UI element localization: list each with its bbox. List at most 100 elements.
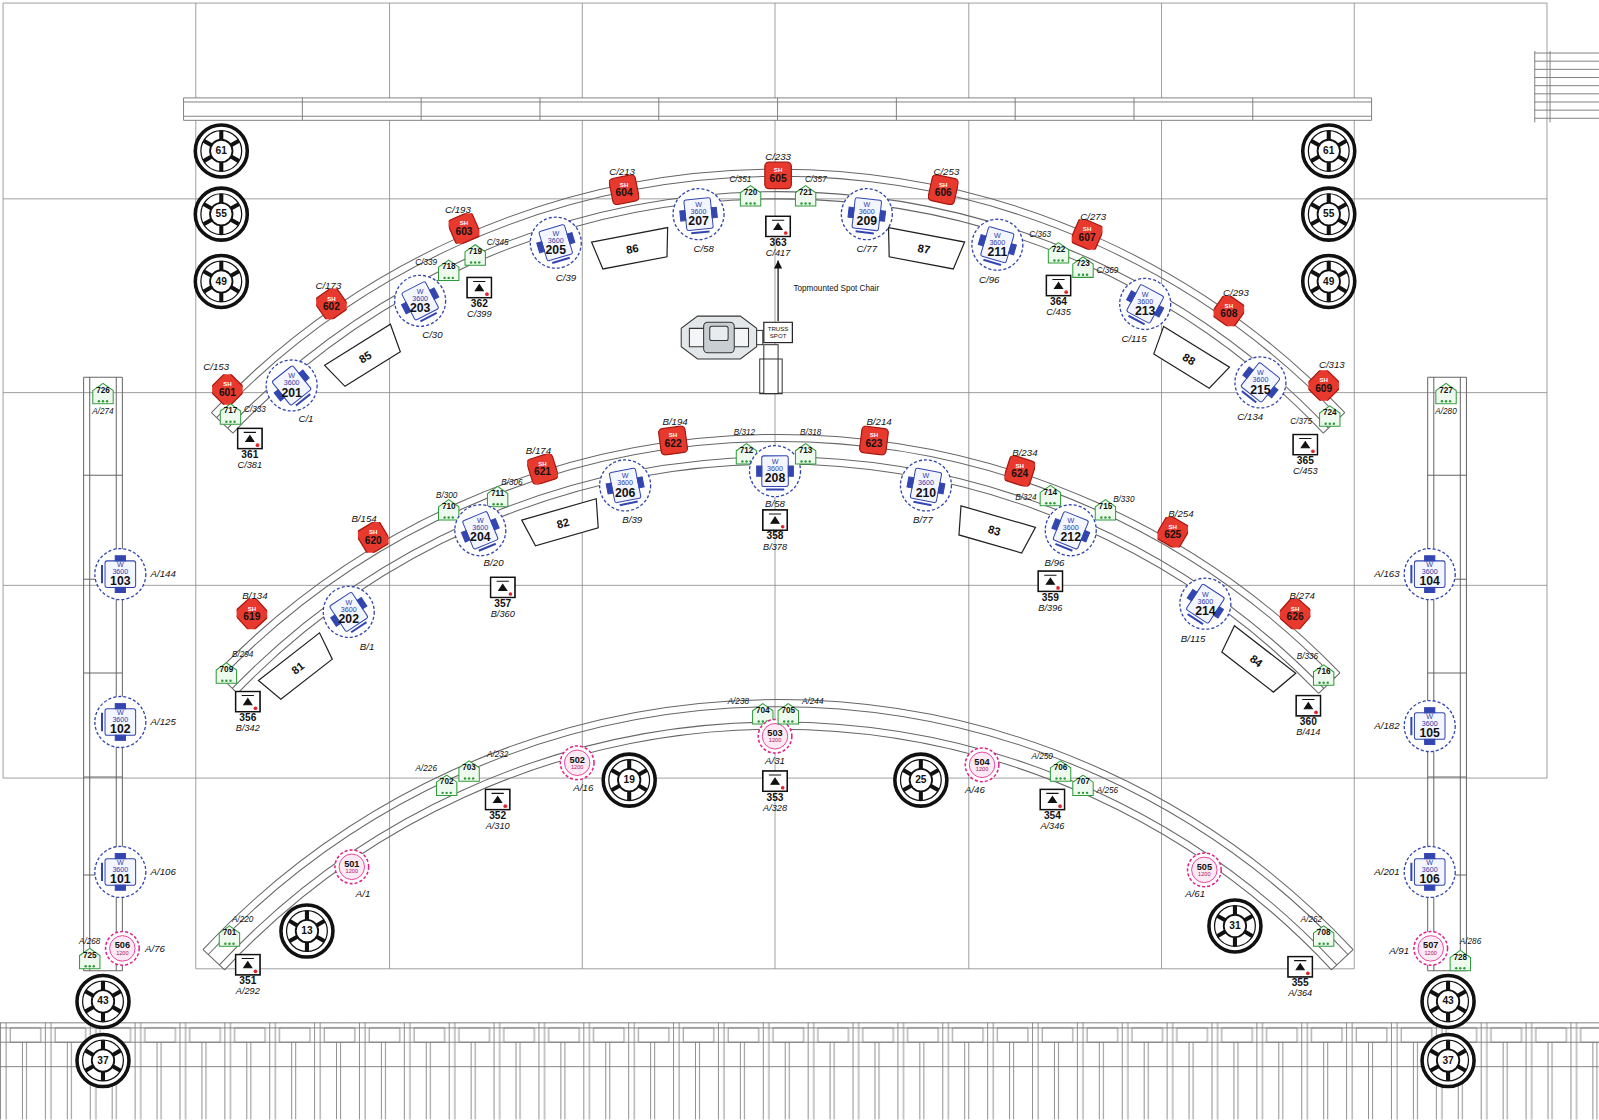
fixture-number: 506 (115, 941, 130, 950)
channel-address: C/58 (693, 244, 713, 254)
led-bar: 722C/363 (1046, 242, 1070, 264)
spot-fixture: SH622B/194 (658, 425, 689, 456)
spot-fixture: SH607C/273 (1072, 219, 1103, 250)
fixture-number: 355 (1292, 978, 1309, 989)
blinder-fixture: 5071200A/91 (1412, 930, 1449, 967)
channel-address: A/226 (416, 765, 437, 773)
fixture-number: 353 (767, 792, 784, 803)
fixture-label: 727 (1434, 382, 1458, 404)
fixture-label: SH622 (658, 425, 689, 456)
wash-fixture: W 3600209C/77 (839, 187, 894, 242)
channel-address: B/324 (1015, 494, 1036, 502)
channel-address: C/39 (556, 273, 576, 283)
fixture-label: SH619 (237, 599, 268, 630)
channel-address: B/312 (734, 429, 755, 437)
channel-address: B/336 (1297, 653, 1318, 661)
fixture-type: W 3600 (688, 201, 708, 215)
fixture-label: 725 (78, 947, 102, 969)
fixture-number: 204 (470, 531, 490, 543)
fixture-label: W 3600208 (747, 444, 802, 499)
fixture-symbol (1039, 788, 1066, 810)
led-bar: 720C/351 (738, 185, 762, 207)
truss-wheel: 25 (892, 752, 949, 809)
fixture-number: 213 (1135, 305, 1155, 317)
fixture-number: 356 (239, 713, 256, 724)
channel-address: B/378 (763, 542, 787, 552)
truss-box: 86 (589, 225, 675, 272)
channel-address: B/414 (1296, 728, 1320, 738)
channel-address: C/30 (422, 330, 442, 340)
fixture-label: W 3600105 (1402, 699, 1457, 754)
follow-spot-chair: 353A/328 (762, 770, 789, 813)
channel-address: C/293 (1223, 288, 1249, 298)
fixture-label: 711 (485, 485, 509, 507)
led-bar: 702A/226 (434, 774, 458, 796)
led-bar: 718C/339 (436, 259, 460, 281)
follow-spot-chair: 356B/342 (235, 690, 262, 733)
fixture-number: 704 (756, 707, 770, 715)
truss-wheel: 43 (1420, 973, 1477, 1030)
fixture-icon (237, 427, 264, 449)
fixture-number: 727 (1439, 386, 1453, 394)
led-bar: 724C/375 (1318, 405, 1342, 427)
channel-address: C/1 (298, 414, 313, 424)
fixture-label: 5071200 (1412, 930, 1449, 967)
channel-address: A/1 (356, 888, 371, 898)
fixture-number: 359 (1042, 592, 1059, 603)
fixture-label: 43 (74, 973, 131, 1030)
fixture-label: 708 (1311, 925, 1335, 947)
fixture-type: W 3600 (1250, 369, 1270, 383)
fixture-icon (1045, 274, 1072, 296)
truss-arcs (203, 169, 1353, 970)
fixture-number: 602 (323, 302, 340, 312)
fixture-label: SH601 (212, 374, 243, 405)
front-structure (0, 1023, 1599, 1120)
channel-address: B/234 (1012, 448, 1037, 458)
wash-fixture: W 3600201C/1 (264, 358, 319, 413)
fixture-label: 31 (1206, 897, 1263, 954)
fixture-type: W 3600 (765, 458, 785, 472)
wash-fixture: W 3600105A/182 (1402, 699, 1457, 754)
fixture-label: 719 (463, 244, 487, 266)
fixture-label: 87 (881, 225, 967, 272)
fixture-type: 1200 (116, 950, 128, 956)
fixture-number: 723 (1076, 260, 1090, 268)
truss-box: 88 (1146, 324, 1233, 395)
fixture-type: W 3600 (470, 517, 490, 531)
fixture-type: W 3600 (110, 709, 130, 723)
top-rail (184, 98, 1372, 120)
channel-address: B/342 (236, 724, 260, 734)
fixture-type: W 3600 (615, 472, 635, 486)
channel-address: A/268 (79, 938, 100, 946)
channel-address: A/106 (151, 867, 176, 877)
truss-wheel: 43 (74, 973, 131, 1030)
fixture-icon (1037, 570, 1064, 592)
fixture-label: 707 (1071, 774, 1095, 796)
truss-wheel: 31 (1206, 897, 1263, 954)
fixture-number: 206 (615, 486, 635, 498)
fixture-number: 719 (468, 248, 482, 256)
channel-address: A/31 (765, 756, 785, 766)
fixture-type: W 3600 (857, 201, 877, 215)
fixture-number: 715 (1099, 503, 1113, 511)
callout-number: 61 (216, 146, 227, 156)
channel-address: C/399 (467, 310, 492, 320)
led-bar: 711B/306 (485, 485, 509, 507)
fixture-label: 55 (193, 186, 250, 243)
blinder-fixture: 5011200A/1 (333, 848, 370, 885)
box-number: 86 (625, 242, 639, 255)
fixture-label: 25 (892, 752, 949, 809)
fixture-label: W 3600206 (598, 458, 653, 513)
spot-fixture: SH623B/214 (859, 425, 890, 456)
fixture-label: 720 (738, 185, 762, 207)
fixture-label: 49 (1300, 253, 1357, 310)
fixture-label: 709 (214, 662, 238, 684)
led-bar: 715B/330 (1093, 499, 1117, 521)
channel-address: B/274 (1290, 591, 1315, 601)
fixture-label: 706 (1048, 760, 1072, 782)
fixture-label: 86 (589, 225, 675, 272)
channel-address: C/375 (1290, 418, 1312, 426)
blinder-fixture: 5061200A/76 (104, 930, 141, 967)
truss-box: 83 (951, 503, 1038, 557)
fixture-label: W 3600101 (93, 844, 148, 899)
